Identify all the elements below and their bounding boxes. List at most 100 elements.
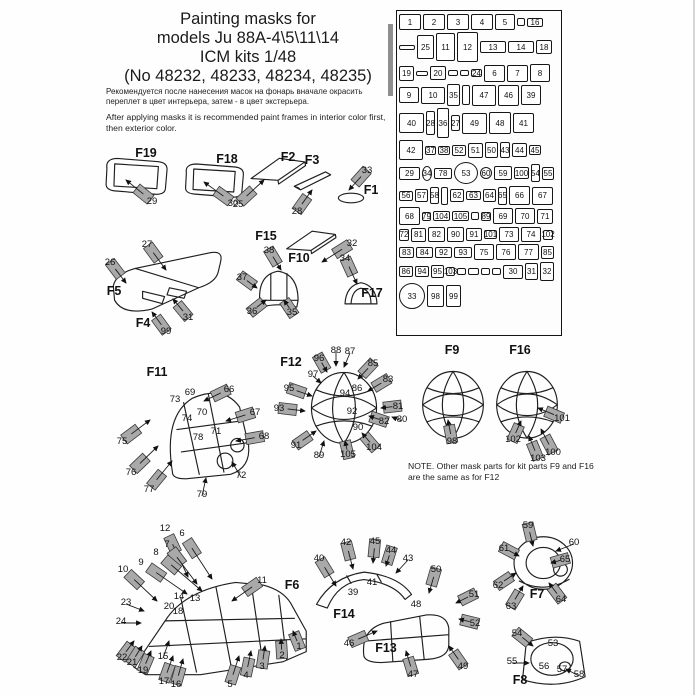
mask-swatch-105 [339,439,355,461]
part-number-44: 44 [386,545,397,556]
sheet-piece-52: 52 [452,144,466,156]
part-number-81: 81 [393,401,404,412]
sheet-piece-17 [399,44,415,50]
mask-swatch-99 [151,313,172,336]
sheet-piece-78: 78 [434,167,452,179]
part-number-12: 12 [160,523,171,534]
mask-swatch-50 [425,566,442,588]
part-number-25: 25 [233,199,244,210]
sheet-piece-94: 94 [415,266,429,277]
sheet-piece-15 [517,18,525,26]
pointer-arrow-101 [537,407,555,416]
mask-swatch-36 [245,296,268,318]
pointer-arrow-98 [446,419,452,435]
part-number-88: 88 [331,345,342,356]
pointer-arrow-52 [458,617,470,623]
part-number-42: 42 [341,537,352,548]
pointer-arrow-97 [312,375,322,384]
pointer-arrow-85 [357,367,369,380]
mask-swatch-95 [285,381,308,400]
pointer-arrow-49 [448,645,459,660]
part-number-80: 80 [397,414,408,425]
mask-swatch-19 [136,652,155,675]
mask-swatch-103 [525,439,545,462]
part-number-67: 67 [250,407,261,418]
pointer-arrow-7 [176,556,198,585]
part-number-56: 56 [539,661,550,672]
part-number-46: 46 [344,638,355,649]
mask-swatch-67 [234,406,257,424]
mask-swatch-30 [212,185,235,207]
page-edge [693,0,695,695]
sheet-piece-59: 59 [494,166,512,180]
sheet-piece-80 [471,212,479,220]
part-number-82: 82 [379,416,390,427]
sheet-piece-50: 50 [485,142,498,158]
part-number-13: 13 [190,593,201,604]
pointer-arrow-46 [358,630,378,640]
mask-swatch-66 [209,383,232,403]
sheet-piece-1: 1 [399,14,421,30]
mask-swatch-46 [347,629,370,649]
part-number-45: 45 [370,536,381,547]
sheet-piece-73: 73 [499,227,519,242]
sheet-piece-10: 10 [421,86,445,104]
sheet-piece-31: 31 [525,263,538,280]
pointer-arrow-12 [172,543,189,578]
russian-line-1: Рекомендуется после нанесения масок на ф… [106,87,363,96]
mask-swatch-62 [492,570,516,592]
sheet-piece-86: 86 [399,266,413,277]
sheet-piece-18: 18 [536,40,552,54]
figure-label-F13: F13 [375,641,397,655]
part-number-11: 11 [257,575,267,586]
part-number-52: 52 [470,618,481,629]
sheet-piece-5: 5 [495,14,515,30]
part-number-58: 58 [574,669,585,680]
mask-swatch-75 [120,423,143,445]
mask-swatch-7 [166,546,188,569]
mask-swatch-102 [506,422,525,445]
part-number-79: 79 [197,489,208,500]
mask-swatch-45 [367,538,382,559]
sheet-piece-22 [448,70,458,76]
part-number-54: 54 [512,628,523,639]
pointer-arrow-35 [283,299,290,309]
mask-swatch-104 [359,431,381,454]
pointer-arrow-33 [348,176,362,191]
part-number-85: 85 [368,358,379,369]
pointer-arrow-81 [380,404,393,411]
part-number-40: 40 [314,553,325,564]
figure-label-F17: F17 [361,286,383,300]
part-number-7: 7 [164,539,169,550]
part-number-36: 36 [247,306,258,317]
part-number-96: 96 [314,353,325,364]
figure-sketch-F9 [423,372,484,439]
part-number-37: 37 [237,272,248,283]
part-number-69: 69 [185,387,196,398]
pointer-arrow-82 [368,415,380,421]
sheet-piece-14: 14 [508,41,534,53]
pointer-arrow-65 [550,559,561,565]
sheet-piece-38: 38 [438,145,450,155]
mask-swatch-59 [521,521,538,543]
sheet-piece-30: 30 [503,264,523,279]
pointer-arrow-83 [367,382,382,392]
part-number-22: 22 [117,652,128,663]
pointer-arrow-66 [203,392,221,402]
figure-sketch-F5 [113,252,221,311]
sheet-piece-26 [462,85,470,105]
russian-line-2: переплет в цвет интерьера, затем - в цве… [106,97,310,106]
sheet-piece-67: 67 [532,186,553,205]
pointer-arrow-44 [384,555,391,567]
scan-artifact [388,24,393,96]
sheet-piece-82: 82 [428,227,445,242]
part-number-68: 68 [259,431,270,442]
sheet-piece-87 [492,268,501,275]
mask-swatch-77 [146,468,168,491]
pointer-arrow-47 [404,650,412,667]
